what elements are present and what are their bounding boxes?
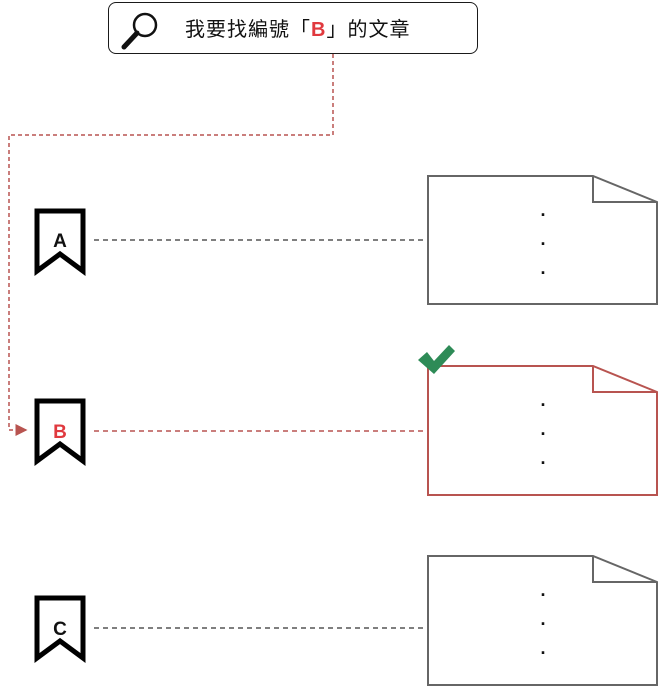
bookmark-b[interactable]: B: [34, 398, 86, 466]
document-1[interactable]: . . .: [427, 175, 658, 305]
search-icon: [121, 12, 158, 50]
document-3-line: .: [540, 580, 545, 600]
bookmark-c-label: C: [53, 619, 67, 640]
document-3-line: .: [540, 638, 545, 658]
search-query-highlight: B: [311, 19, 327, 41]
document-3-line: .: [540, 609, 545, 629]
search-query-suffix: 」的文章: [326, 17, 411, 41]
bookmark-a-label: A: [53, 231, 67, 252]
document-1-line: .: [540, 200, 545, 220]
bookmark-c[interactable]: C: [34, 595, 86, 663]
check-icon: [418, 345, 455, 374]
bookmark-a[interactable]: A: [34, 208, 86, 276]
search-query-prefix: 我要找編號「: [185, 17, 311, 41]
document-2-line: .: [540, 390, 545, 410]
document-2-line: .: [540, 448, 545, 468]
document-1-line: .: [540, 229, 545, 249]
bookmark-b-label: B: [53, 422, 67, 443]
search-query: 我要找編號「B」的文章: [185, 3, 410, 55]
search-box[interactable]: 我要找編號「B」的文章: [108, 2, 478, 54]
document-2-line: .: [540, 419, 545, 439]
document-3[interactable]: . . .: [427, 555, 658, 686]
document-2[interactable]: . . .: [427, 365, 658, 496]
document-1-line: .: [540, 258, 545, 278]
